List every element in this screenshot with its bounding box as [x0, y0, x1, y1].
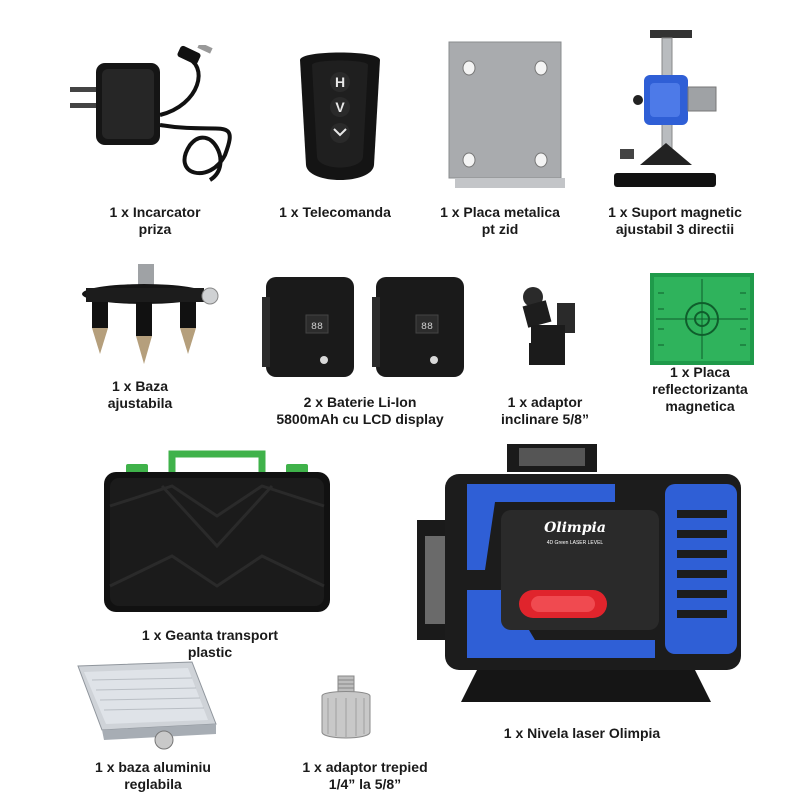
tripod-adapter-caption: 1 x adaptor trepied 1/4” la 5/8”	[302, 759, 428, 792]
carry-case-caption: 1 x Geanta transport plastic	[141, 627, 279, 660]
remote-image: H V	[300, 52, 380, 180]
target-plate-image	[650, 273, 754, 365]
level-brand: Olimpia	[544, 520, 606, 536]
remote-v-label: V	[335, 99, 345, 115]
tilt-adapter-image	[522, 287, 575, 365]
adjustable-base-image	[82, 264, 219, 364]
magnetic-mount-image	[614, 30, 717, 187]
battery-caption: 2 x Baterie Li-Ion 5800mAh cu LCD displa…	[276, 394, 444, 427]
battery-2-lcd: 88	[421, 322, 433, 333]
carry-case-image	[104, 450, 330, 612]
charger-image	[70, 45, 232, 182]
aluminium-base-caption: 1 x baza aluminiu reglabila	[95, 759, 211, 792]
battery-image-1: 88	[262, 277, 354, 377]
wall-plate-caption: 1 x Placa metalica pt zid	[440, 204, 560, 237]
level-model: 4D Green LASER LEVEL	[547, 540, 604, 546]
adjustable-base-caption: 1 x Baza ajustabila	[107, 378, 173, 411]
tilt-adapter-caption: 1 x adaptor inclinare 5/8”	[501, 394, 589, 427]
battery-1-lcd: 88	[311, 322, 323, 333]
remote-caption: 1 x Telecomanda	[279, 204, 391, 220]
target-plate-caption: 1 x Placa reflectorizanta magnetica	[652, 364, 748, 414]
tripod-adapter-image	[321, 675, 371, 739]
magnetic-mount-caption: 1 x Suport magnetic ajustabil 3 directii	[608, 204, 742, 237]
laser-level-image: Olimpia 4D Green LASER LEVEL	[417, 444, 741, 702]
wall-plate-image	[448, 41, 565, 188]
battery-image-2: 88	[372, 277, 464, 377]
laser-level-caption: 1 x Nivela laser Olimpia	[503, 725, 661, 741]
remote-h-label: H	[335, 74, 345, 90]
aluminium-base-image	[77, 661, 217, 750]
charger-caption: 1 x Incarcator priza	[109, 204, 201, 237]
